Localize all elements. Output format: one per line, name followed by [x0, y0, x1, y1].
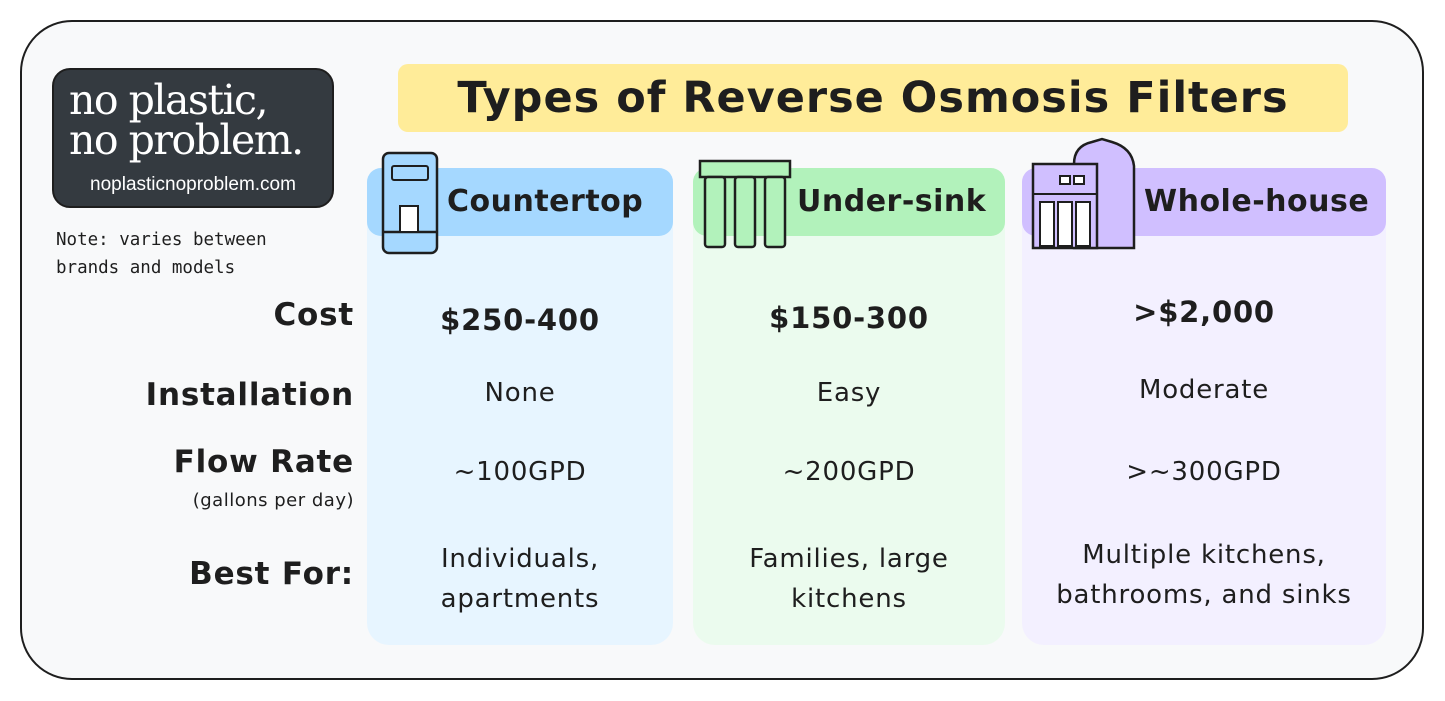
- row-label-flow-rate-unit: (gallons per day): [192, 490, 354, 511]
- row-label-flow-rate: Flow Rate: [173, 444, 354, 480]
- under-sink-filter-icon: [698, 159, 792, 249]
- note-text: Note: varies between brands and models: [56, 230, 267, 278]
- column-countertop-label: Countertop: [447, 184, 644, 219]
- brand-logo: no plastic, no problem. noplasticnoprobl…: [52, 68, 334, 208]
- under-sink-cost: $150-300: [769, 301, 929, 335]
- whole-house-best-for: Multiple kitchens, bathrooms, and sinks: [1056, 540, 1352, 610]
- countertop-best-for: Individuals, apartments: [440, 544, 600, 614]
- column-whole-house-bg: [1022, 175, 1386, 645]
- whole-house-installation: Moderate: [1138, 375, 1270, 405]
- whole-house-filter-icon: [1031, 137, 1136, 250]
- countertop-filter-icon: [381, 151, 439, 255]
- under-sink-flow-rate: ~200GPD: [782, 457, 916, 487]
- countertop-installation: None: [484, 378, 556, 408]
- countertop-flow-rate: ~100GPD: [453, 457, 587, 487]
- row-label-cost: Cost: [273, 297, 354, 333]
- page-title: Types of Reverse Osmosis Filters: [457, 73, 1289, 123]
- title-highlight: [398, 64, 1348, 132]
- under-sink-installation: Easy: [816, 378, 882, 408]
- whole-house-flow-rate: >~300GPD: [1126, 457, 1282, 487]
- under-sink-best-for: Families, large kitchens: [749, 544, 949, 614]
- whole-house-cost: >$2,000: [1133, 295, 1275, 329]
- logo-site-text: noplasticnoproblem.com: [90, 174, 296, 195]
- column-whole-house-label: Whole-house: [1144, 184, 1370, 219]
- countertop-cost: $250-400: [440, 303, 600, 337]
- column-under-sink-bg: [693, 175, 1005, 645]
- row-label-best-for: Best For:: [189, 556, 354, 592]
- row-label-installation: Installation: [145, 377, 354, 413]
- logo-brand-text: no plastic, no problem.: [69, 76, 304, 164]
- column-under-sink-label: Under-sink: [797, 184, 987, 219]
